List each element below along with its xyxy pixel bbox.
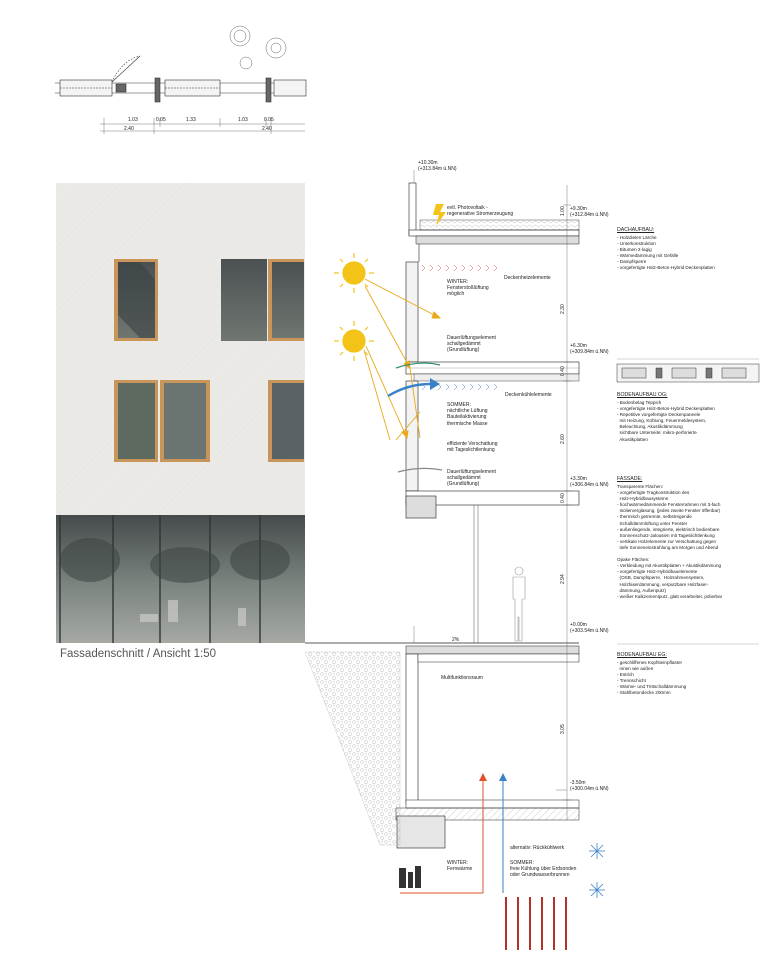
label-rueckkuehl: alternativ: Rückkühlwerk: [510, 845, 565, 851]
geothermal-probes: [505, 897, 567, 950]
level-ug: -3.50m(+300.04m ü.NN): [570, 780, 609, 792]
plan-detail: [55, 25, 307, 134]
level-roof: +9.30m(+312.84m ü.NN): [570, 206, 609, 218]
sun-icon-upper: [334, 253, 374, 293]
detail-strip: [616, 363, 760, 383]
label-multi: Multifunktionsraum: [441, 675, 483, 681]
spec-fassade-title: FASSADE:: [617, 476, 643, 482]
level-og: +6.30m(+309.84m ü.NN): [570, 343, 609, 355]
spec-og-title: BODENAUFBAU OG:: [617, 392, 668, 398]
plan-wall: [55, 55, 307, 103]
plan-dim-2: 0.05: [156, 117, 166, 123]
sun-icon-lower: [334, 321, 374, 361]
window-row-upper: [114, 259, 304, 341]
spec-og-list: - Bodenbelag Teppich- vorgefertigte Holz…: [617, 400, 715, 442]
label-pv: evtl. Photovoltaik -regenerative Stromer…: [447, 205, 514, 218]
plan-dim-1: 1.03: [128, 117, 138, 123]
label-deckenheiz: Deckenheizelemente: [504, 275, 551, 281]
level-eg: +3.30m(+306.84m ü.NN): [570, 476, 609, 488]
spec-rules: [617, 358, 759, 645]
section-eg-slab: [405, 490, 580, 643]
slope-label: 2%: [452, 637, 460, 643]
spec-fassade-list: Transparente Flächen:- vorgefertigte Tra…: [617, 484, 723, 599]
level-zero: +0.00m(+303.54m ü.NN): [570, 622, 609, 634]
label-deckenkuehl: Deckenkühlelemente: [505, 392, 552, 398]
airflow-arrows: [387, 362, 443, 473]
person-silhouette: [512, 566, 526, 642]
caption: Fassadenschnitt / Ansicht 1:50: [60, 648, 216, 660]
section-dim-5: 0.40: [560, 493, 566, 503]
sun-rays: [363, 278, 442, 441]
section-dim-6: 2.94: [560, 574, 566, 584]
plan-dim-6: 2.40: [124, 126, 134, 132]
plan-dim-7: 2.40: [262, 126, 272, 132]
section-roof: [405, 182, 580, 363]
section-dim-7: 3.05: [560, 724, 566, 734]
snowflake-icon: [589, 843, 605, 898]
heating-elements: [421, 264, 498, 272]
plan-dim-3: 1.33: [186, 117, 196, 123]
section-og-slab: [405, 361, 580, 492]
window-row-lower: [114, 380, 304, 462]
section-dims: [563, 185, 571, 820]
section-dim-1: 1.00: [560, 206, 566, 216]
heating-pipes: [400, 773, 507, 894]
spec-dach-title: DACHAUFBAU:: [617, 227, 655, 233]
spec-eg-list: - geschliffenes Kopfsteinpflaster innen …: [617, 660, 687, 696]
section-ground: [304, 642, 580, 849]
section-dim-4: 2.60: [560, 434, 566, 444]
label-winter-2: WINTER:Fernwärme: [447, 860, 473, 873]
pv-icon: [433, 204, 446, 226]
level-top: +10.30m(+313.84m ü.NN): [418, 160, 457, 172]
plan-trees: [229, 25, 287, 70]
plan-dim-5: 0.05: [264, 117, 274, 123]
spec-dach-list: - Holzdielen Lärche- Unterkonstruktion- …: [617, 235, 715, 271]
section-dim-3: 0.40: [560, 366, 566, 376]
plan-dim-4: 1.03: [238, 117, 248, 123]
section-dim-2: 2.30: [560, 304, 566, 314]
spec-eg-title: BODENAUFBAU EG:: [617, 652, 667, 658]
district-heating-icon: [399, 866, 421, 888]
